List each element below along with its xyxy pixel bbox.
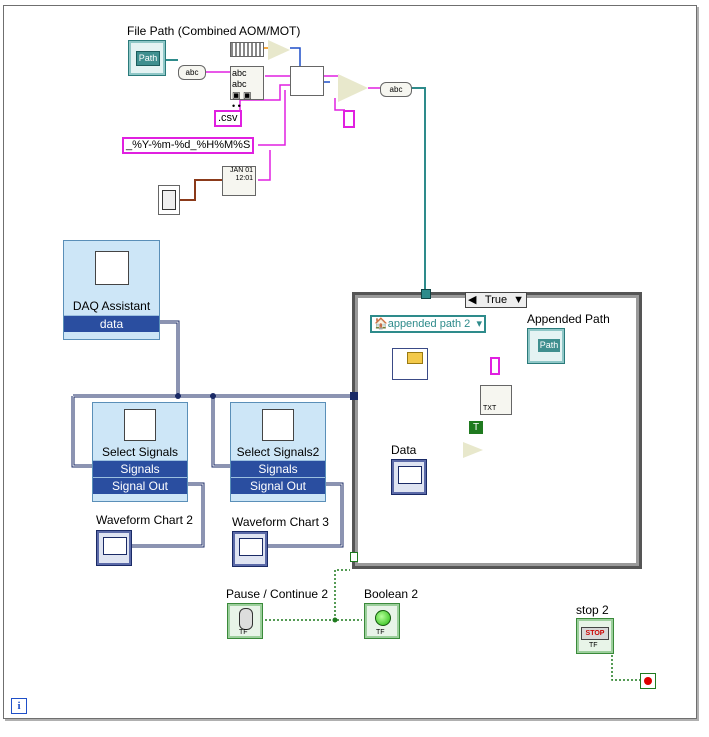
file-path-label: File Path (Combined AOM/MOT)	[127, 24, 301, 38]
dynamic-wire	[71, 396, 92, 468]
daq-data-terminal[interactable]: data	[64, 315, 159, 332]
path-icon: Path	[136, 51, 160, 66]
calculator-icon	[162, 190, 176, 210]
dropdown-arrow-icon[interactable]: ▾	[476, 318, 482, 330]
csv-extension-constant[interactable]: .csv	[214, 110, 242, 127]
daq-icon	[95, 251, 129, 285]
loop-condition-terminal[interactable]	[640, 673, 656, 689]
string-subset-function[interactable]: abc abc▣ ▣• •	[230, 66, 264, 111]
dynamic-wire	[211, 396, 230, 468]
folder-icon	[407, 352, 423, 364]
select-signals2-icon	[262, 409, 294, 441]
waveform-chart-2-terminal[interactable]	[96, 530, 132, 566]
select-signals-express-vi[interactable]: Select Signals Signals Signal Out	[92, 402, 188, 502]
daq-assistant-title: DAQ Assistant	[72, 299, 151, 313]
empty-string-constant[interactable]	[343, 110, 355, 128]
chart-icon	[398, 466, 422, 484]
write-to-spreadsheet-function[interactable]: TXT	[480, 385, 512, 415]
path-wire	[410, 87, 426, 293]
pause-continue-label: Pause / Continue 2	[226, 587, 329, 601]
stop-button-icon: STOP	[581, 627, 609, 640]
waveform-chart-3-terminal[interactable]	[232, 531, 268, 567]
path-icon: Path	[538, 339, 560, 352]
waveform-chart-3-label: Waveform Chart 3	[232, 515, 329, 529]
get-date-time-function[interactable]	[158, 185, 180, 215]
boolean-2-terminal[interactable]: TF	[364, 603, 400, 639]
not-function[interactable]	[463, 442, 483, 458]
case-selector-prev-arrow[interactable]: ◀	[468, 294, 477, 306]
pause-continue-terminal[interactable]: TF	[227, 603, 263, 639]
dynamic-wire	[158, 320, 180, 396]
string-length-function[interactable]	[230, 42, 264, 57]
select-signals-out-terminal[interactable]: Signal Out	[93, 477, 187, 494]
home-icon: 🏠	[374, 318, 388, 330]
string-wire	[334, 98, 345, 111]
string-wire	[239, 84, 290, 118]
boolean-2-label: Boolean 2	[364, 587, 419, 601]
appended-path-label: Appended Path	[527, 312, 610, 326]
file-path-control[interactable]: Path	[128, 40, 166, 76]
data-terminal[interactable]	[391, 459, 427, 495]
toggle-switch-icon	[239, 608, 253, 630]
concatenate-strings-function[interactable]	[290, 66, 324, 96]
select-signals2-in-terminal[interactable]: Signals	[231, 460, 325, 477]
tf-label: TF	[589, 642, 598, 649]
numeric-wire	[290, 47, 301, 66]
select-signals-in-terminal[interactable]: Signals	[93, 460, 187, 477]
path-tunnel	[421, 289, 431, 299]
decrement-function[interactable]	[268, 40, 290, 60]
daq-assistant-express-vi[interactable]: DAQ Assistant data	[63, 240, 160, 340]
time-format-constant[interactable]: _%Y-%m-%d_%H%M%S	[122, 137, 255, 154]
boolean-tunnel	[350, 552, 358, 562]
stop-2-terminal[interactable]: STOP TF	[576, 618, 614, 654]
case-structure[interactable]: ◀ True ▼	[352, 292, 642, 569]
appended-path-terminal[interactable]: Path	[527, 328, 565, 364]
timestamp-wire	[178, 179, 222, 201]
data-tunnel	[350, 392, 358, 400]
boolean-wire	[611, 635, 640, 681]
case-selector[interactable]: ◀ True ▼	[465, 292, 527, 308]
led-icon	[375, 610, 391, 626]
data-label: Data	[391, 443, 417, 457]
stop-sign-icon	[644, 677, 652, 685]
tf-label: TF	[376, 629, 385, 636]
select-signals2-express-vi[interactable]: Select Signals2 Signals Signal Out	[230, 402, 326, 502]
select-signals-icon	[124, 409, 156, 441]
string-wire	[258, 150, 271, 181]
case-selector-value: True	[484, 294, 508, 306]
format-date-time-function[interactable]: JAN 01 12:01	[222, 166, 256, 196]
appended-path-2-value: appended path 2	[387, 318, 471, 330]
stop-2-label: stop 2	[576, 603, 609, 617]
chart-icon	[239, 538, 263, 556]
select-signals2-title: Select Signals2	[236, 445, 320, 459]
string-to-path-function[interactable]: abc	[380, 82, 412, 97]
appended-path-2-constant[interactable]: 🏠appended path 2 ▾	[370, 315, 486, 333]
select-signals2-out-terminal[interactable]: Signal Out	[231, 477, 325, 494]
chart-icon	[103, 537, 127, 555]
case-selector-next-arrow[interactable]: ▼	[513, 294, 524, 306]
true-constant[interactable]: T	[469, 421, 483, 434]
select-function[interactable]	[338, 74, 368, 102]
delimiter-constant[interactable]	[490, 357, 500, 375]
waveform-chart-2-label: Waveform Chart 2	[96, 513, 193, 527]
path-to-string-function[interactable]: abc	[178, 65, 206, 80]
boolean-wire	[334, 569, 350, 620]
info-icon[interactable]: i	[11, 698, 27, 714]
select-signals-title: Select Signals	[101, 445, 179, 459]
string-wire	[258, 90, 286, 146]
txt-icon-text: TXT	[483, 405, 497, 412]
file-dialog-function[interactable]	[392, 348, 428, 380]
tf-label: TF	[239, 629, 248, 636]
